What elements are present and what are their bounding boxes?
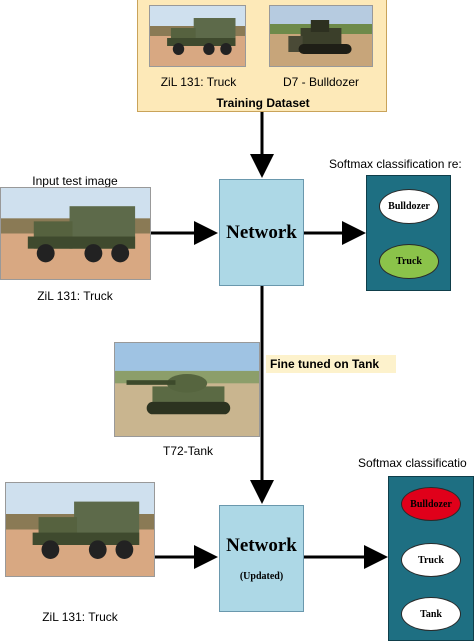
input-truck-photo bbox=[0, 187, 151, 280]
softmax-title: Softmax classification re: bbox=[329, 157, 462, 171]
training-truck-caption: ZiL 131: Truck bbox=[160, 75, 237, 89]
training-bulldozer-caption: D7 - Bulldozer bbox=[282, 75, 360, 89]
training-dataset-box: ZiL 131: Truck D7 - Bulldozer Training D… bbox=[137, 0, 387, 112]
fine-tune-label: Fine tuned on Tank bbox=[266, 355, 396, 373]
class-bulldozer: Bulldozer bbox=[379, 189, 439, 224]
updated-network-label: Network bbox=[226, 535, 297, 556]
network-box: Network bbox=[219, 179, 304, 286]
bottom-truck-caption: ZiL 131: Truck bbox=[42, 610, 118, 624]
class-bulldozer-highlighted: Bulldozer bbox=[401, 487, 461, 521]
truck-photo bbox=[149, 5, 246, 67]
updated-softmax-title: Softmax classificatio bbox=[358, 456, 467, 470]
network-label: Network bbox=[226, 221, 297, 243]
input-test-image-label: Input test image bbox=[32, 174, 118, 188]
tank-photo bbox=[114, 342, 260, 437]
input-truck-caption: ZiL 131: Truck bbox=[37, 289, 113, 303]
bottom-truck-photo bbox=[5, 482, 155, 577]
updated-softmax-panel: Bulldozer Truck Tank bbox=[388, 476, 474, 641]
training-dataset-label: Training Dataset bbox=[216, 96, 310, 110]
class-tank: Tank bbox=[401, 597, 461, 631]
updated-network-sublabel: (Updated) bbox=[239, 571, 284, 582]
updated-network-box: Network (Updated) bbox=[219, 505, 304, 612]
tank-caption: T72-Tank bbox=[162, 444, 214, 458]
bulldozer-photo bbox=[269, 5, 373, 67]
class-truck: Truck bbox=[401, 543, 461, 577]
softmax-panel: Bulldozer Truck bbox=[366, 175, 451, 291]
class-truck-highlighted: Truck bbox=[379, 244, 439, 279]
